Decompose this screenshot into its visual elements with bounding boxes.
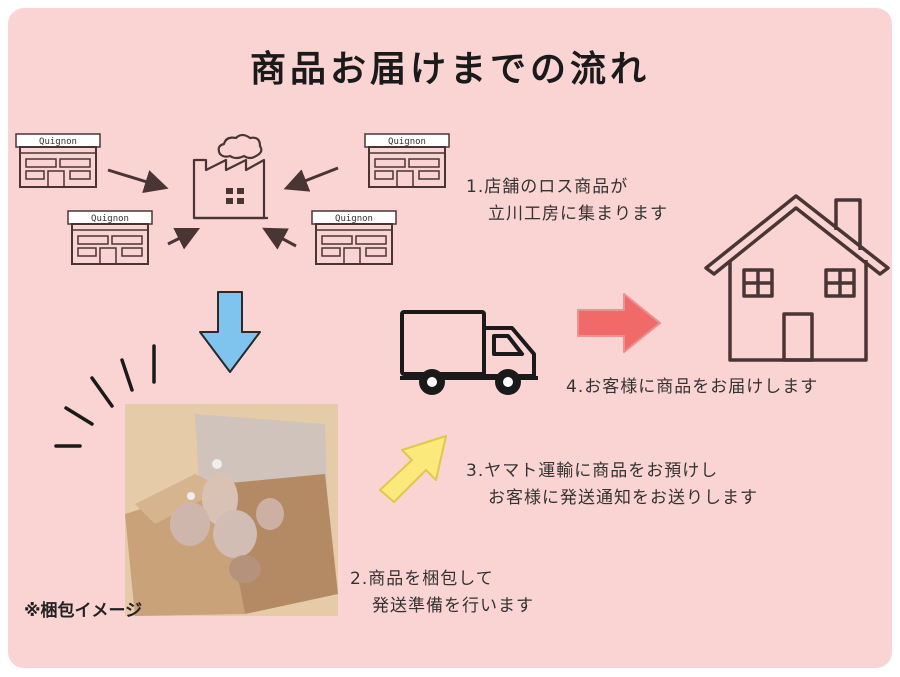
factory-icon — [190, 132, 272, 226]
house-icon — [700, 188, 895, 372]
store-sign-text: Quignon — [388, 137, 426, 147]
step-4-line-1: 4.お客様に商品をお届けします — [566, 377, 819, 397]
collect-arrows — [107, 166, 339, 250]
step-1-text: 1.店舗のロス商品が 立川工房に集まります — [466, 174, 668, 228]
store-sign-text: Quignon — [91, 214, 129, 224]
red-right-arrow-icon — [572, 290, 667, 360]
blue-down-arrow-icon — [196, 288, 266, 382]
page-title: 商品お届けまでの流れ — [249, 49, 650, 90]
photo-caption: ※梱包イメージ — [24, 601, 143, 621]
step-3-line-2: お客様に発送通知をお送りします — [488, 488, 758, 508]
store-icon: Quignon — [364, 133, 450, 193]
step-1-line-1: 1.店舗のロス商品が — [466, 177, 629, 197]
step-1-line-2: 立川工房に集まります — [488, 204, 668, 224]
store-sign-text: Quignon — [39, 137, 77, 147]
emphasis-lines-icon — [50, 340, 170, 459]
step-4-text: 4.お客様に商品をお届けします — [566, 374, 818, 401]
store-sign-text: Quignon — [335, 214, 373, 224]
step-3-text: 3.ヤマト運輸に商品をお預けし お客様に発送通知をお送りします — [466, 458, 758, 512]
store-icon: Quignon — [15, 133, 101, 193]
step-3-line-1: 3.ヤマト運輸に商品をお預けし — [466, 461, 719, 481]
packing-photo — [125, 404, 338, 616]
step-2-line-2: 発送準備を行います — [372, 596, 534, 616]
store-icon: Quignon — [311, 210, 397, 270]
step-2-text: 2.商品を梱包して 発送準備を行います — [350, 566, 534, 620]
truck-icon — [398, 306, 540, 404]
yellow-up-arrow-icon — [370, 428, 460, 512]
store-icon: Quignon — [67, 210, 153, 270]
step-2-line-1: 2.商品を梱包して — [350, 569, 494, 589]
